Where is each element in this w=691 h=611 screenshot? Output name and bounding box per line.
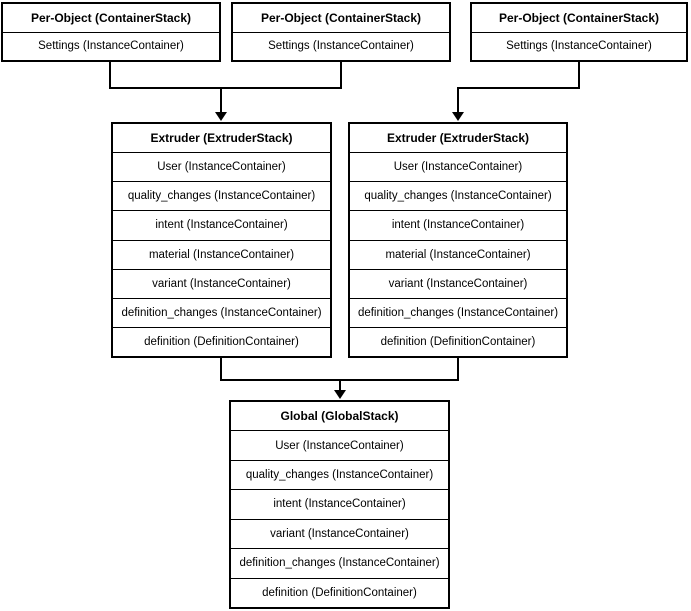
row-intent: intent (InstanceContainer) <box>231 489 448 518</box>
row-definition-changes: definition_changes (InstanceContainer) <box>113 297 330 327</box>
row-quality-changes: quality_changes (InstanceContainer) <box>113 181 330 210</box>
row-variant: variant (InstanceContainer) <box>113 268 330 298</box>
row-settings: Settings (InstanceContainer) <box>472 31 686 61</box>
per-object-stack-3: Per-Object (ContainerStack) Settings (In… <box>470 2 688 62</box>
box-title: Per-Object (ContainerStack) <box>30 10 192 25</box>
row-settings: Settings (InstanceContainer) <box>233 31 449 61</box>
connector-bus-left <box>109 87 342 89</box>
row-variant: variant (InstanceContainer) <box>350 268 566 298</box>
arrow-down-icon <box>215 112 227 121</box>
connector-bus-right <box>457 87 580 89</box>
connector-per-object-3-drop <box>578 62 580 89</box>
box-title: Extruder (ExtruderStack) <box>386 131 530 146</box>
arrow-down-icon <box>334 390 346 399</box>
row-definition: definition (DefinitionContainer) <box>231 577 448 607</box>
box-title: Per-Object (ContainerStack) <box>498 10 660 25</box>
connector-extruder-2-arrow-line <box>457 89 459 113</box>
box-title: Global (GlobalStack) <box>280 409 399 424</box>
connector-extruder-1-arrow-line <box>220 89 222 113</box>
row-variant: variant (InstanceContainer) <box>231 518 448 548</box>
row-material: material (InstanceContainer) <box>350 239 566 269</box>
row-definition: definition (DefinitionContainer) <box>113 326 330 356</box>
connector-per-object-1-drop <box>109 62 111 89</box>
global-stack: Global (GlobalStack) User (InstanceConta… <box>229 400 450 609</box>
arrow-down-icon <box>452 112 464 121</box>
row-quality-changes: quality_changes (InstanceContainer) <box>231 459 448 489</box>
extruder-stack-1: Extruder (ExtruderStack) User (InstanceC… <box>111 122 332 358</box>
extruder-stack-2: Extruder (ExtruderStack) User (InstanceC… <box>348 122 568 358</box>
row-quality-changes: quality_changes (InstanceContainer) <box>350 181 566 210</box>
connector-extruder-2-drop <box>457 358 459 381</box>
row-intent: intent (InstanceContainer) <box>113 210 330 239</box>
box-title: Per-Object (ContainerStack) <box>260 10 422 25</box>
row-user: User (InstanceContainer) <box>113 152 330 181</box>
connector-global-arrow-line <box>339 381 341 391</box>
per-object-stack-1: Per-Object (ContainerStack) Settings (In… <box>1 2 221 62</box>
row-material: material (InstanceContainer) <box>113 239 330 269</box>
row-definition: definition (DefinitionContainer) <box>350 326 566 356</box>
per-object-stack-2: Per-Object (ContainerStack) Settings (In… <box>231 2 451 62</box>
row-user: User (InstanceContainer) <box>231 430 448 459</box>
row-settings: Settings (InstanceContainer) <box>3 31 219 61</box>
connector-per-object-2-drop <box>340 62 342 87</box>
connector-bus-bottom <box>220 379 459 381</box>
row-intent: intent (InstanceContainer) <box>350 210 566 239</box>
connector-extruder-1-drop <box>220 358 222 381</box>
row-user: User (InstanceContainer) <box>350 152 566 181</box>
row-definition-changes: definition_changes (InstanceContainer) <box>350 297 566 327</box>
row-definition-changes: definition_changes (InstanceContainer) <box>231 548 448 577</box>
box-title: Extruder (ExtruderStack) <box>150 131 293 146</box>
